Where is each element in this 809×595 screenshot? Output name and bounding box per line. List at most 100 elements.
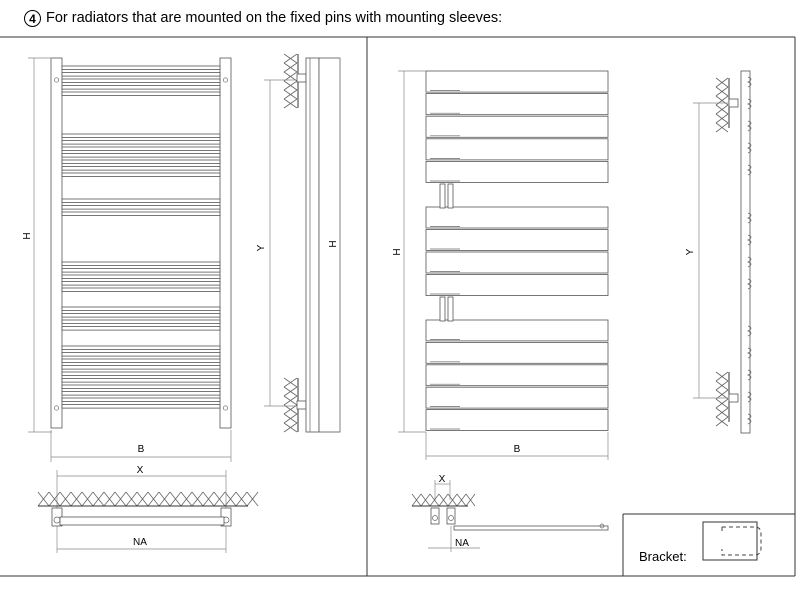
- wall-hatch-line: [246, 491, 259, 507]
- radiator-rail: [61, 166, 221, 171]
- wall-hatch-line: [136, 491, 149, 507]
- radiator-panel: [425, 319, 609, 342]
- right-x-label: X: [439, 474, 446, 485]
- wall-hatch-line: [715, 77, 729, 88]
- radiator-panel: [425, 364, 609, 387]
- bracket-icon: [702, 521, 762, 561]
- radiator-rail: [61, 281, 221, 286]
- radiator-rail: [61, 172, 221, 177]
- radiator-panel: [425, 115, 609, 138]
- wall-hatch-line: [213, 491, 226, 507]
- radiator-rail: [61, 384, 221, 389]
- wall-hatch-line: [715, 86, 729, 97]
- panel-profile-fin: [747, 120, 752, 132]
- radiator-panel: [425, 93, 609, 116]
- radiator-rail: [61, 345, 221, 350]
- right-width-dimension: B: [425, 432, 609, 460]
- wall-hatch-line: [715, 113, 729, 124]
- wall-hatch-line: [191, 491, 204, 507]
- radiator-rail: [61, 153, 221, 158]
- wall-hatch-line: [715, 380, 729, 391]
- panel-profile-fin: [747, 369, 752, 381]
- left-radiator-top-view: X NA: [37, 465, 259, 553]
- wall-hatch-line: [92, 491, 105, 507]
- wall-hatch-line: [283, 395, 298, 406]
- radiator-rail: [61, 287, 221, 292]
- radiator-rail: [61, 85, 221, 90]
- radiator-panel: [425, 409, 609, 431]
- panel-profile-fin: [747, 234, 752, 246]
- radiator-rail: [61, 198, 221, 203]
- panel-profile-fin: [747, 76, 752, 88]
- radiator-rail: [61, 397, 221, 402]
- left-radiator-side-view: Y H: [256, 53, 341, 433]
- left-height-dimension: H: [22, 57, 52, 433]
- left-side-height-label: H: [328, 240, 339, 247]
- left-radiator-front-view: [50, 57, 232, 429]
- wall-hatch-line: [715, 416, 729, 427]
- wall-hatch-line: [48, 491, 61, 507]
- radiator-rail: [61, 159, 221, 164]
- panel-profile-fin: [747, 391, 752, 403]
- radiator-rail: [61, 391, 221, 396]
- wall-hatch-line: [283, 71, 298, 82]
- radiator-rail: [61, 133, 221, 138]
- wall-hatch-line: [429, 493, 440, 507]
- wall-hatch-line: [180, 491, 193, 507]
- wall-hatch-line: [715, 407, 729, 418]
- panel-profile-fin: [747, 212, 752, 224]
- wall-hatch-line: [283, 62, 298, 73]
- left-height-label: H: [22, 232, 33, 239]
- radiator-panel: [425, 160, 609, 183]
- wall-hatch-line: [114, 491, 127, 507]
- wall-hatch-line: [202, 491, 215, 507]
- radiator-rail: [61, 65, 221, 70]
- radiator-rail: [61, 261, 221, 266]
- right-radiator-side-view: Y: [685, 70, 752, 434]
- left-y-label: Y: [256, 244, 267, 251]
- right-na-label: NA: [455, 538, 469, 549]
- radiator-rail: [61, 404, 221, 409]
- right-height-dimension: H: [392, 70, 426, 433]
- right-radiator-top-view: X NA: [411, 474, 609, 552]
- radiator-rail: [61, 319, 221, 324]
- wall-hatch-line: [715, 398, 729, 409]
- radiator-panel: [425, 229, 609, 251]
- panel-profile-fin: [747, 256, 752, 268]
- radiator-rail: [61, 78, 221, 83]
- radiator-rail: [61, 371, 221, 376]
- wall-hatch-line: [411, 493, 422, 507]
- panel-profile-fin: [747, 347, 752, 359]
- wall-hatch-line: [81, 491, 94, 507]
- wall-hatch-line: [283, 80, 298, 91]
- right-y-label: Y: [685, 248, 696, 255]
- section-heading: 4 For radiators that are mounted on the …: [24, 6, 502, 30]
- radiator-rail: [61, 358, 221, 363]
- wall-hatch-line: [103, 491, 116, 507]
- panel-profile-fin: [747, 142, 752, 154]
- wall-hatch-line: [235, 491, 248, 507]
- radiator-rail: [61, 140, 221, 145]
- wall-hatch-line: [283, 413, 298, 424]
- wall-hatch-line: [447, 493, 458, 507]
- radiator-rail: [61, 91, 221, 96]
- wall-hatch-line: [224, 491, 237, 507]
- wall-hatch-line: [715, 95, 729, 106]
- wall-hatch-line: [125, 491, 138, 507]
- wall-hatch-line: [420, 493, 431, 507]
- right-radiator-front-view: [425, 70, 609, 431]
- radiator-panel: [425, 341, 609, 364]
- radiator-panel: [425, 274, 609, 296]
- wall-hatch-line: [283, 89, 298, 100]
- wall-hatch-line: [715, 122, 729, 133]
- right-height-label: H: [392, 248, 403, 255]
- wall-hatch-line: [283, 386, 298, 397]
- wall-hatch-line: [283, 404, 298, 415]
- left-width-label: B: [138, 444, 145, 455]
- wall-hatch-line: [456, 493, 467, 507]
- step-number-badge: 4: [24, 9, 41, 27]
- wall-hatch-line: [283, 422, 298, 433]
- radiator-panel: [425, 206, 609, 229]
- radiator-panel: [425, 386, 609, 409]
